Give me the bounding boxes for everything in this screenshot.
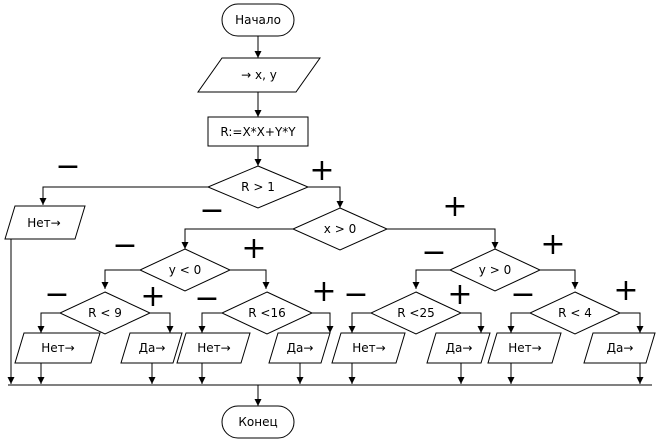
plus-sign-yl: +: [241, 231, 266, 266]
minus-sign-r16: −: [194, 281, 219, 316]
start-label: Начало: [235, 13, 281, 27]
node-out-no-1: Нет→: [14, 332, 101, 364]
arrow-r4-minus: [507, 312, 530, 333]
out-yes-2-label: Да→: [287, 341, 314, 355]
node-out-yes-1: Да→: [120, 332, 183, 364]
node-cond-r4: R < 4: [528, 291, 622, 335]
minus-sign-r1: −: [55, 149, 80, 184]
plus-sign-r9: +: [140, 279, 165, 314]
node-out-yes-4: Да→: [583, 332, 656, 364]
node-out-no-main: Нет→: [4, 205, 86, 240]
node-input: → x, y: [197, 57, 321, 93]
out-no-2-label: Нет→: [197, 341, 230, 355]
plus-sign-r16: +: [311, 274, 336, 309]
out-yes-3-label: Да→: [446, 341, 473, 355]
arrow-yl-minus: [101, 269, 140, 289]
node-assign: R:=X*X+Y*Y: [207, 116, 309, 147]
arrow-yl-plus: [230, 269, 270, 289]
arrow-r4-plus: [620, 312, 644, 333]
connectors: [7, 36, 652, 406]
minus-sign-r9: −: [44, 277, 69, 312]
cond-r4-label: R < 4: [558, 306, 592, 320]
plus-sign-yr: +: [540, 227, 565, 262]
node-cond-r25: R <25: [369, 291, 463, 335]
node-out-no-3: Нет→: [331, 332, 406, 364]
node-out-yes-3: Да→: [426, 332, 491, 364]
arrow-r1-plus: [308, 186, 344, 208]
out-yes-1-label: Да→: [139, 341, 166, 355]
plus-sign-r25: +: [447, 277, 472, 312]
node-out-no-2: Нет→: [176, 332, 251, 364]
end-label: Конец: [238, 415, 277, 429]
cond-r25-label: R <25: [397, 306, 434, 320]
cond-y-left-label: y < 0: [169, 263, 201, 277]
arrow-r16-minus: [198, 312, 222, 333]
arrow-yr-plus: [540, 269, 579, 289]
node-end: Конец: [221, 405, 295, 439]
node-start: Начало: [221, 3, 295, 37]
branch-signs: − + − + − + − + − + − + − + − +: [44, 149, 638, 316]
assign-label: R:=X*X+Y*Y: [220, 125, 296, 139]
minus-sign-r25: −: [343, 277, 368, 312]
minus-sign-x0: −: [199, 193, 224, 228]
node-cond-x0: x > 0: [291, 207, 389, 251]
out-no-main-label: Нет→: [27, 216, 60, 230]
node-cond-r1: R > 1: [206, 165, 310, 209]
arrow-r1-minus: [39, 186, 208, 205]
node-cond-y-right: y > 0: [448, 248, 542, 292]
arrow-x0-minus: [181, 228, 293, 249]
minus-sign-r4: −: [510, 277, 535, 312]
node-cond-y-left: y < 0: [138, 248, 232, 292]
cond-r1-label: R > 1: [241, 180, 275, 194]
minus-sign-yr: −: [421, 235, 446, 270]
input-label: → x, y: [241, 68, 277, 82]
arrow-r16-plus: [312, 312, 334, 333]
minus-sign-yl: −: [112, 228, 137, 263]
cond-x0-label: x > 0: [324, 222, 356, 236]
plus-sign-r4: +: [613, 273, 638, 308]
arrow-x0-plus: [387, 228, 499, 249]
arrow-yr-minus: [412, 269, 450, 289]
node-cond-r9: R < 9: [58, 291, 152, 335]
out-no-3-label: Нет→: [352, 341, 385, 355]
out-no-4-label: Нет→: [508, 341, 541, 355]
arrow-r9-plus: [150, 312, 174, 333]
plus-sign-r1: +: [309, 153, 334, 188]
arrow-r9-minus: [37, 312, 60, 333]
out-yes-4-label: Да→: [607, 341, 634, 355]
cond-r16-label: R <16: [248, 306, 285, 320]
cond-y-right-label: y > 0: [479, 263, 511, 277]
out-no-1-label: Нет→: [41, 341, 74, 355]
node-cond-r16: R <16: [220, 291, 314, 335]
arrow-r25-minus: [348, 312, 371, 333]
node-out-yes-2: Да→: [268, 332, 331, 364]
arrow-r25-plus: [461, 312, 485, 333]
node-out-no-4: Нет→: [487, 332, 562, 364]
plus-sign-x0: +: [442, 189, 467, 224]
cond-r9-label: R < 9: [88, 306, 122, 320]
